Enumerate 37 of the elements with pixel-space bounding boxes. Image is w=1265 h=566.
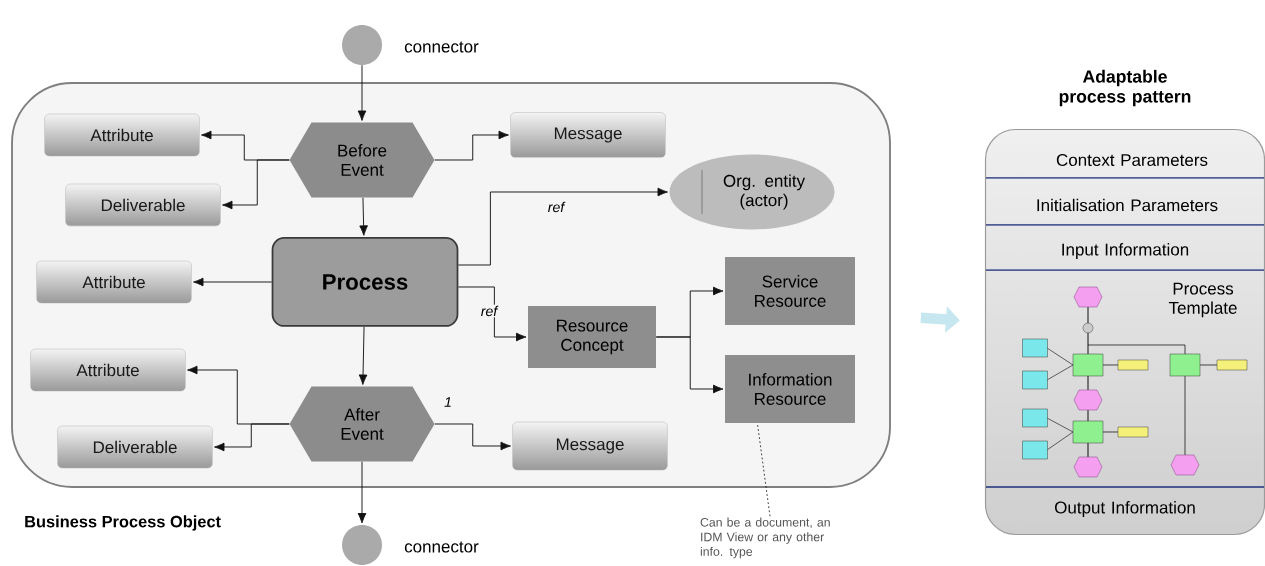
section-label: Output Information [1055, 501, 1195, 517]
element-box: Attribute [30, 348, 186, 392]
resource-box: Resource Concept [528, 306, 656, 368]
element-box: Deliverable [65, 183, 221, 227]
resource-box: Service Resource [725, 257, 855, 325]
arrow [358, 326, 368, 385]
section-label: Context Parameters [1056, 153, 1208, 166]
arrow [457, 187, 668, 266]
frame-heading: Business Process Object [25, 515, 221, 531]
process-box: Process [271, 237, 459, 327]
arrow [357, 461, 367, 524]
edge-label: 1 [442, 396, 454, 408]
arrow [214, 423, 290, 452]
connector-label: connector [404, 541, 479, 553]
arrow [359, 197, 368, 236]
arrow [193, 277, 273, 287]
element-box: Deliverable [57, 425, 213, 469]
arrow [222, 159, 290, 210]
element-box: Message [512, 421, 668, 471]
panel-heading: Adaptable process pattern [1059, 69, 1191, 107]
section-label: Process Template [1168, 282, 1237, 318]
resource-box: Information Resource [725, 355, 855, 423]
note-text: Can be a document, an IDM View or any other info. type [700, 517, 830, 559]
event-hexagon: Before Event [289, 122, 435, 198]
arrow [457, 286, 527, 342]
arrow [434, 130, 509, 161]
element-box: Attribute [36, 260, 192, 304]
arrow [434, 423, 511, 451]
element-box: Message [510, 112, 666, 158]
section-label: Input Information [1062, 243, 1189, 259]
element-box: Attribute [44, 113, 200, 157]
connector-label: connector [404, 41, 479, 53]
arrow [357, 64, 367, 121]
arrow [655, 336, 724, 394]
section-label: Initialisation Parameters [1037, 198, 1218, 212]
event-hexagon: After Event [289, 386, 435, 462]
leader-line [757, 422, 771, 517]
